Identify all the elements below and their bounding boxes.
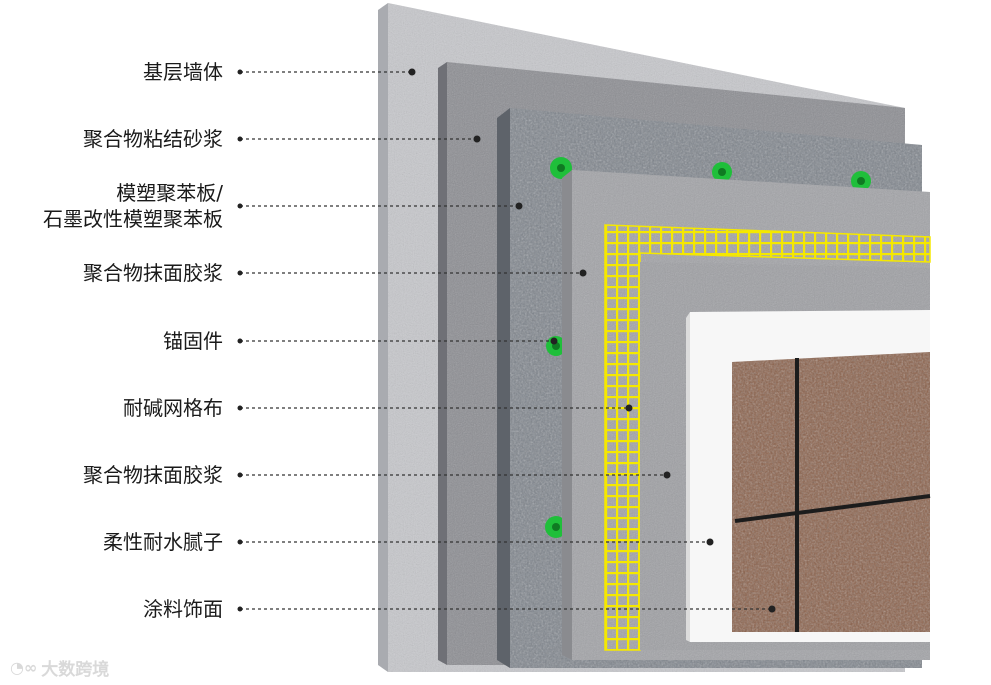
paint-groove-horizontal <box>734 494 931 523</box>
label-paint-finish: 涂料饰面 <box>143 596 223 622</box>
mesh-fabric <box>605 225 930 650</box>
pointer-dot <box>625 404 633 412</box>
label-text: 聚合物抹面胶浆 <box>83 261 223 285</box>
watermark: ◔∞ 大数跨境 <box>10 655 109 680</box>
pointer-dot <box>550 337 558 345</box>
label-eps-board: 模塑聚苯板/ 石墨改性模塑聚苯板 <box>43 180 223 232</box>
watermark-text: 大数跨境 <box>41 660 110 680</box>
adhesive-side <box>438 62 447 665</box>
mortar-side <box>562 170 572 660</box>
label-text: 聚合物粘结砂浆 <box>83 127 223 151</box>
pointer-dot <box>706 538 714 546</box>
mesh-outline <box>604 224 931 651</box>
label-alkali-resistant-mesh: 耐碱网格布 <box>123 395 223 421</box>
label-text: 模塑聚苯板/ <box>116 181 223 205</box>
label-text: 涂料饰面 <box>143 597 223 621</box>
pointer-dot <box>515 202 523 210</box>
label-flexible-putty: 柔性耐水腻子 <box>103 529 223 555</box>
label-base-wall: 基层墙体 <box>143 59 223 85</box>
logo-icon: ◔∞ <box>10 658 38 677</box>
pointer-dot <box>768 605 776 613</box>
label-base-coat-mortar-2: 聚合物抹面胶浆 <box>83 462 223 488</box>
label-text: 石墨改性模塑聚苯板 <box>43 207 223 231</box>
label-base-coat-mortar-1: 聚合物抹面胶浆 <box>83 260 223 286</box>
base-wall-side <box>378 3 388 672</box>
leader-lines <box>240 71 772 610</box>
label-text: 锚固件 <box>163 329 223 353</box>
pointer-dot <box>663 471 671 479</box>
label-text: 基层墙体 <box>143 60 223 84</box>
pointer-dot <box>408 68 416 76</box>
label-adhesive-mortar: 聚合物粘结砂浆 <box>83 126 223 152</box>
layer-alkali-resistant-mesh <box>604 224 931 651</box>
paint-grain <box>732 352 930 632</box>
leader-dots <box>237 68 776 613</box>
pointer-dot <box>473 135 481 143</box>
label-anchor: 锚固件 <box>163 328 223 354</box>
label-text: 聚合物抹面胶浆 <box>83 463 223 487</box>
eps-side <box>497 108 510 668</box>
label-text: 柔性耐水腻子 <box>103 530 223 554</box>
pointer-dot <box>579 269 587 277</box>
putty-side <box>686 312 690 642</box>
layer-paint-finish <box>732 352 931 632</box>
label-text: 耐碱网格布 <box>123 396 223 420</box>
